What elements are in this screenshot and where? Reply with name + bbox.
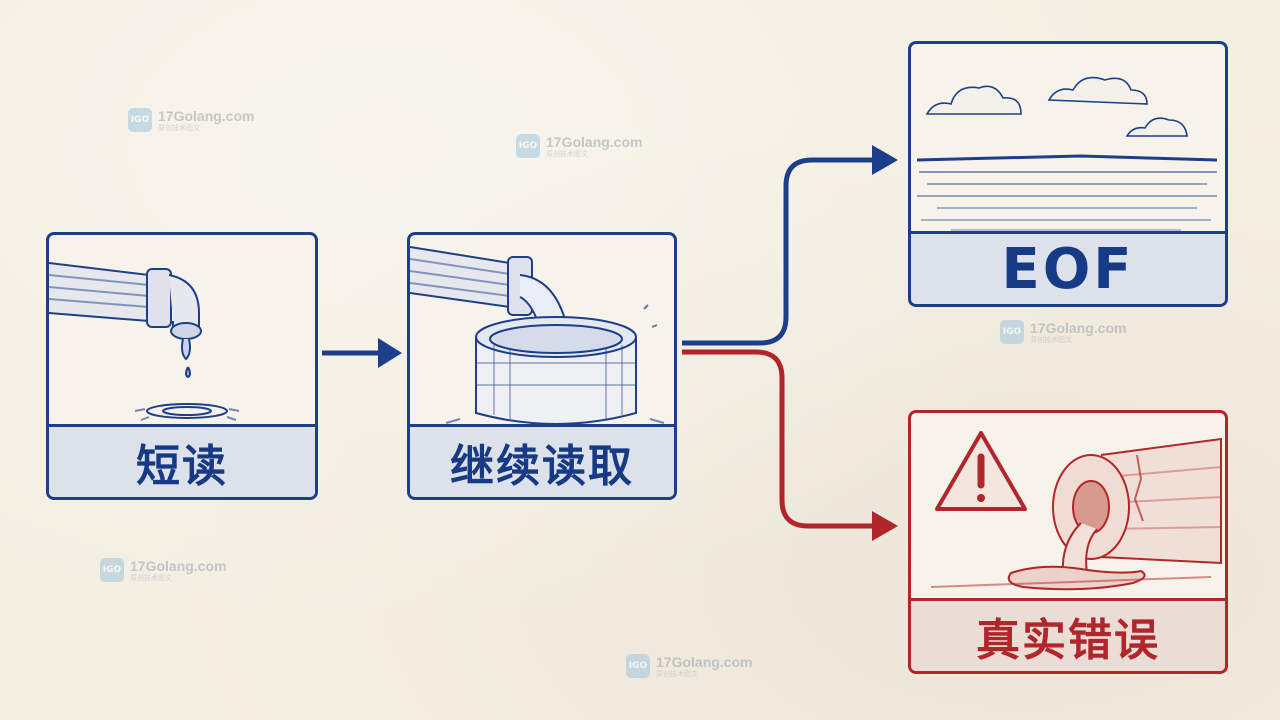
node-short-read: 短读 bbox=[46, 232, 318, 500]
broken-pipe-leak-icon bbox=[930, 431, 1222, 591]
arrow-to-error bbox=[682, 349, 876, 529]
watermark-logo-icon: IGO bbox=[626, 654, 650, 678]
arrowhead-eof bbox=[872, 145, 898, 175]
watermark-logo-icon: IGO bbox=[1000, 320, 1024, 344]
node-label: 继续读取 bbox=[410, 424, 674, 497]
node-label: EOF bbox=[911, 231, 1225, 304]
node-continue-read: 继续读取 bbox=[407, 232, 677, 500]
arrowhead-error bbox=[872, 511, 898, 541]
ocean-horizon-icon bbox=[916, 76, 1218, 231]
node-real-error: 真实错误 bbox=[908, 410, 1228, 674]
watermark-logo-icon: IGO bbox=[100, 558, 124, 582]
pipe-dripping-icon bbox=[49, 262, 240, 421]
node-label: 短读 bbox=[49, 424, 315, 497]
watermark-logo-icon: IGO bbox=[128, 108, 152, 132]
arrowhead-continue bbox=[378, 338, 402, 368]
node-eof: EOF bbox=[908, 41, 1228, 307]
pipe-filling-barrel-icon bbox=[410, 246, 665, 425]
watermark-logo-icon: IGO bbox=[516, 134, 540, 158]
warning-triangle-icon bbox=[935, 431, 1027, 511]
arrow-to-eof bbox=[682, 157, 876, 346]
node-label: 真实错误 bbox=[911, 598, 1225, 671]
